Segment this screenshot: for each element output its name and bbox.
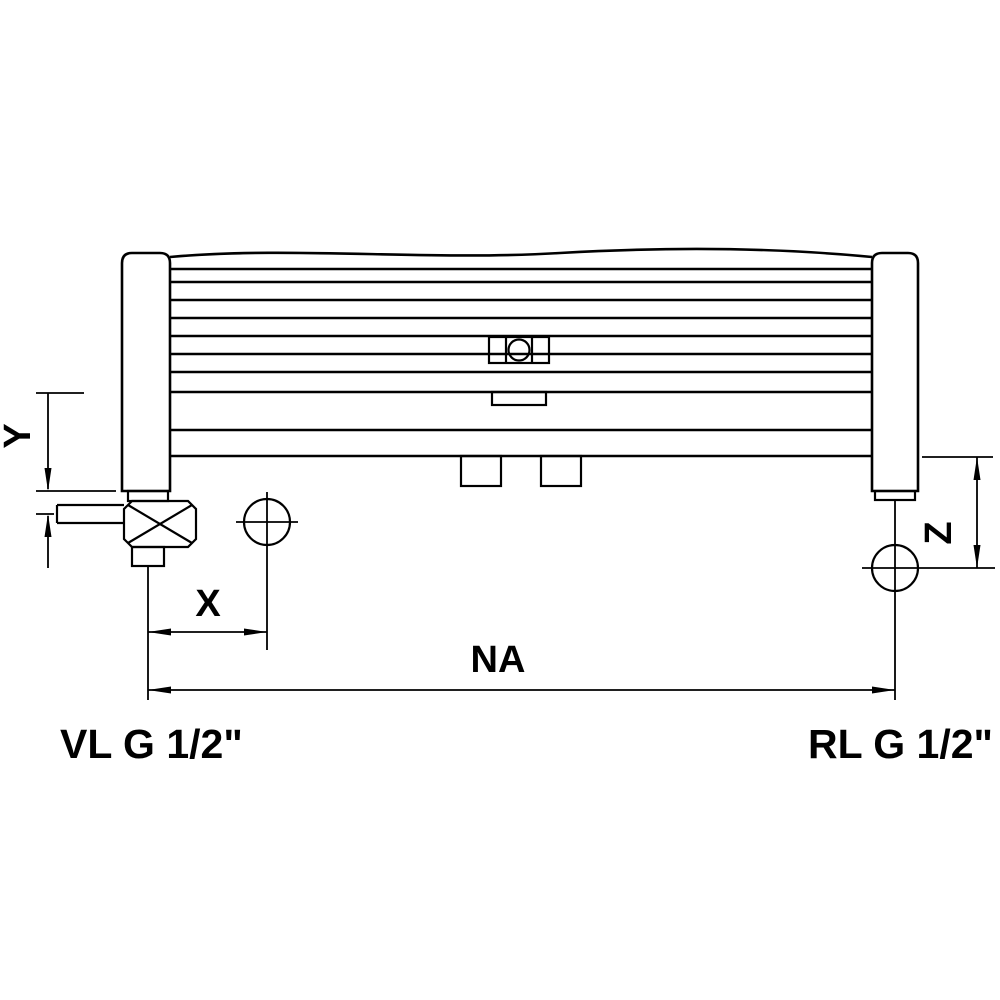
arrow-up-icon [44,514,52,537]
vl-valve-assembly [55,489,198,568]
left-flange [126,489,170,503]
dimension-z: Z [918,456,993,568]
inlet-pipe [55,503,124,525]
dim-z-label: Z [918,521,960,544]
arrow-left-icon [148,686,171,694]
right-collector [870,251,920,493]
wall-bracket-right [539,454,583,488]
dimension-y: Y [0,392,116,568]
label-vl-inlet: VL G 1/2" [60,721,243,767]
wall-bracket-left [459,454,503,488]
dim-na-label: NA [471,639,526,681]
connection-marker-right [862,489,995,700]
arrow-down-icon [44,468,52,491]
arrow-right-icon [244,628,267,636]
left-collector [120,251,172,493]
label-rl-outlet: RL G 1/2" [808,721,993,767]
arrow-up-icon [973,457,981,480]
wall-brackets [459,454,583,488]
valve-cross-2 [127,504,193,544]
air-vent-detail [487,335,551,407]
arrow-down-icon [973,545,981,568]
dim-y-label: Y [0,423,39,448]
valve-body [122,499,198,549]
radiator-body [120,247,920,493]
arrow-right-icon [872,686,895,694]
dimension-x: X [147,566,267,700]
right-flange [873,489,917,502]
dimension-na: NA [148,639,895,694]
arrow-left-icon [148,628,171,636]
valve-stub [130,545,166,568]
mid-tab [490,390,548,407]
dim-x-label: X [195,583,221,625]
vent-circle [507,338,531,362]
top-edge [169,247,873,259]
connection-marker-left [236,492,298,650]
